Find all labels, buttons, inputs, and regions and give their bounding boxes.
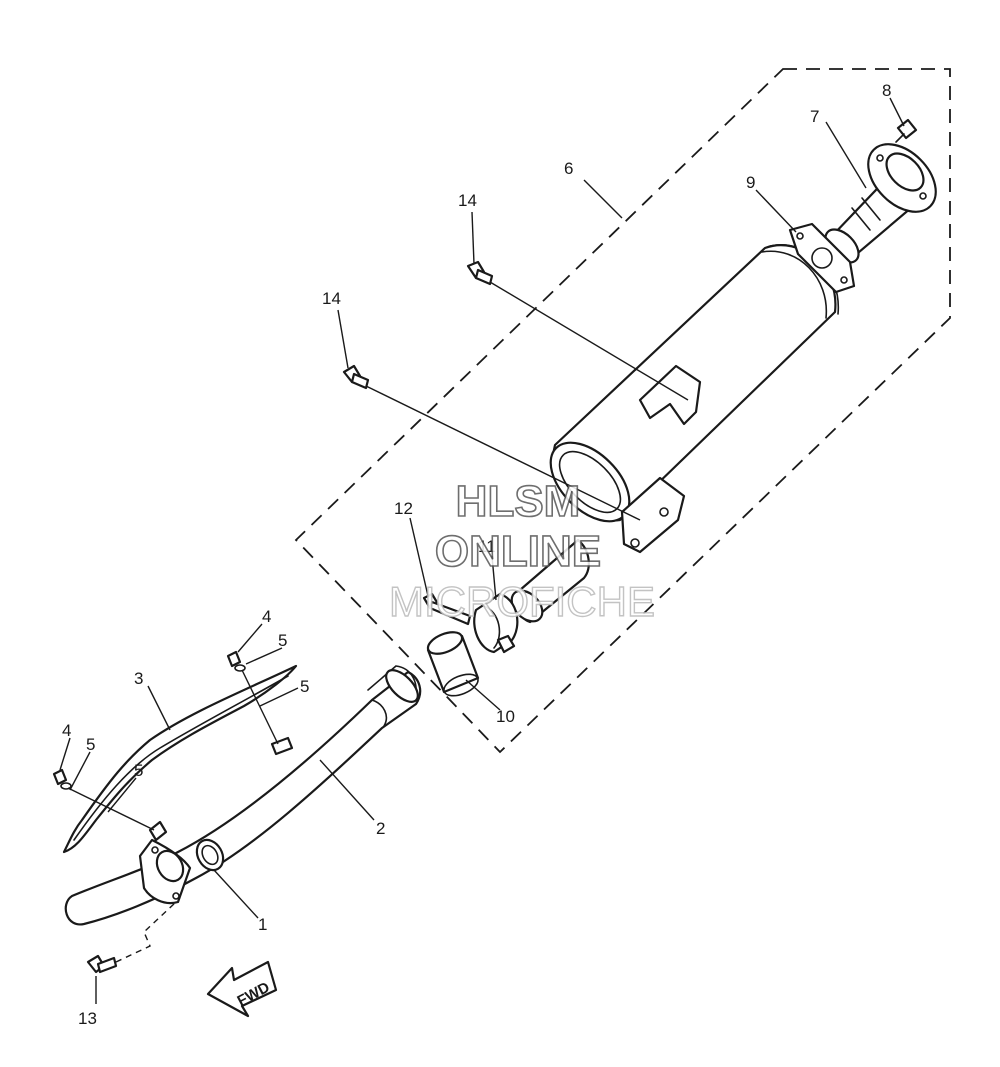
- collar-5-upper[interactable]: [234, 664, 246, 672]
- callout-11: 11: [478, 537, 496, 556]
- bolt-13[interactable]: [86, 954, 118, 974]
- watermark-line-1: HLSM: [456, 477, 581, 526]
- callout-9: 9: [746, 173, 755, 192]
- callout-5-a: 5: [278, 631, 287, 650]
- bolt-14-upper[interactable]: [466, 260, 494, 286]
- callout-5-c: 5: [86, 735, 95, 754]
- callout-8: 8: [882, 81, 891, 100]
- screw-4-lower[interactable]: [52, 768, 68, 786]
- fwd-arrow-icon: FWD: [206, 960, 278, 1018]
- callout-5-b: 5: [300, 677, 309, 696]
- bolt-14-upper-leader: [489, 281, 689, 401]
- watermark-line-3: MICROFICHE: [389, 578, 655, 625]
- gasket[interactable]: [788, 222, 856, 294]
- bolt-13-leader: [115, 901, 177, 963]
- callout-6: 6: [564, 159, 573, 178]
- callout-4-lower: 4: [62, 721, 71, 740]
- bolt-14-lower-leader: [365, 385, 641, 521]
- muffler-body[interactable]: [536, 244, 839, 554]
- bolt-8[interactable]: [895, 118, 918, 143]
- callout-12: 12: [394, 499, 413, 518]
- callout-1: 1: [258, 915, 267, 934]
- bolt-12[interactable]: [422, 592, 472, 626]
- callout-13: 13: [78, 1009, 97, 1028]
- watermark-line-2: ONLINE: [435, 527, 601, 576]
- sleeve[interactable]: [425, 628, 481, 700]
- callout-14-upper: 14: [458, 191, 477, 210]
- callout-14-lower: 14: [322, 289, 341, 308]
- callout-leaders: [59, 97, 905, 1004]
- callout-5-d: 5: [134, 761, 143, 780]
- clamp[interactable]: [473, 592, 519, 654]
- callout-2: 2: [376, 819, 385, 838]
- callout-7: 7: [810, 107, 819, 126]
- callout-10: 10: [496, 707, 515, 726]
- muffler-assembly-boundary: [294, 68, 951, 754]
- collar-5-lower[interactable]: [60, 782, 72, 790]
- screw-4-upper-leader: [241, 669, 279, 745]
- exhaust-pipe[interactable]: [64, 665, 423, 926]
- callout-4-upper: 4: [262, 607, 271, 626]
- callout-3: 3: [134, 669, 143, 688]
- watermark: HLSM ONLINE MICROFICHE: [388, 476, 655, 626]
- exhaust-gasket-ring[interactable]: [192, 835, 229, 875]
- screw-4-upper[interactable]: [226, 650, 242, 668]
- tail-pipe[interactable]: [819, 131, 948, 268]
- bolt-14-lower[interactable]: [342, 364, 370, 390]
